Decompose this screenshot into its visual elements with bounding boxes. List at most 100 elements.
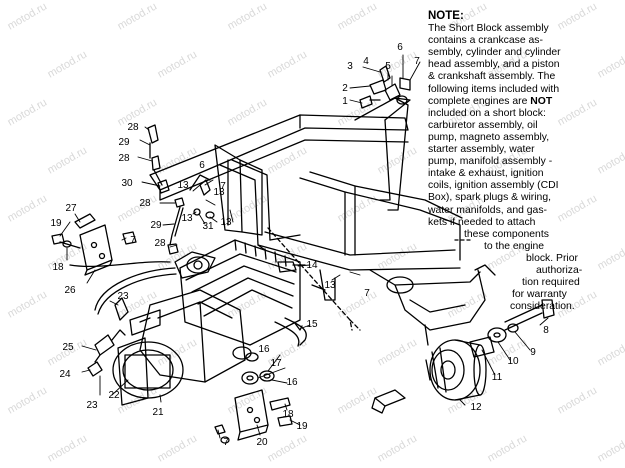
callout-number: 19 bbox=[50, 218, 62, 229]
watermark-text: motod.ru bbox=[486, 432, 530, 464]
callout-number: 1 bbox=[342, 96, 348, 107]
callout-number: 30 bbox=[121, 178, 133, 189]
callout-number: 28 bbox=[154, 238, 166, 249]
callout-number: 7 bbox=[364, 288, 370, 299]
watermark-text: motod.ru bbox=[6, 0, 50, 32]
callout-number: 16 bbox=[286, 377, 298, 388]
callout-number: 18 bbox=[52, 262, 64, 273]
note-line: following items included with bbox=[428, 83, 560, 95]
note-line: intake & exhaust, ignition bbox=[428, 168, 544, 180]
watermark-text: motod.ru bbox=[6, 96, 50, 128]
watermark-text: motod.ru bbox=[6, 288, 50, 320]
callout-number: 18 bbox=[282, 409, 294, 420]
note-line: water manifolds, and gas- bbox=[428, 204, 547, 216]
watermark-text: motod.ru bbox=[46, 48, 90, 80]
callout-number: 28 bbox=[139, 198, 151, 209]
callout-number: 28 bbox=[127, 122, 139, 133]
callout-number: 3 bbox=[347, 61, 353, 72]
callout-number: 9 bbox=[530, 347, 536, 358]
note-line: complete engines are NOT bbox=[428, 96, 620, 108]
note-line: pump, manifold assembly - bbox=[428, 156, 553, 168]
watermark-text: motod.ru bbox=[336, 192, 380, 224]
note-line: pump, magneto assembly, bbox=[428, 131, 550, 143]
note-line: to the engine bbox=[484, 240, 545, 252]
note-line-text: complete engines are bbox=[428, 95, 531, 107]
callout-number: 11 bbox=[492, 372, 503, 383]
callout-number: 6 bbox=[199, 160, 205, 171]
watermark-text: motod.ru bbox=[336, 384, 380, 416]
watermark-text: motod.ru bbox=[376, 432, 420, 464]
callout-number: 19 bbox=[296, 421, 308, 432]
clutch-drawing bbox=[371, 299, 555, 414]
callout-number: 7 bbox=[223, 437, 229, 448]
callout-number: 29 bbox=[118, 137, 130, 148]
callout-number: 2 bbox=[342, 83, 348, 94]
callout-number: 17 bbox=[270, 358, 282, 369]
note-line: Box), spark plugs & wiring, bbox=[428, 192, 552, 204]
callout-number: 13 bbox=[220, 217, 232, 228]
callout-number: 13 bbox=[177, 180, 189, 191]
callout-number: 7 bbox=[130, 235, 136, 246]
callout-number: 7 bbox=[220, 181, 226, 192]
note-title: NOTE: bbox=[428, 10, 464, 22]
callout-number: 20 bbox=[256, 437, 268, 448]
watermark-text: motod.ru bbox=[596, 432, 625, 464]
note-line: carburetor assembly, oil bbox=[428, 119, 538, 131]
callout-number: 27 bbox=[65, 203, 77, 214]
note-line: these components bbox=[464, 228, 549, 240]
callout-number: 4 bbox=[363, 56, 369, 67]
watermark-text: motod.ru bbox=[156, 432, 200, 464]
callout-number: 16 bbox=[258, 344, 270, 355]
callout-number: 23 bbox=[86, 400, 98, 411]
steering-mount-parts-drawing bbox=[359, 65, 411, 109]
note-line: block. Prior bbox=[526, 252, 578, 264]
watermark-text: motod.ru bbox=[226, 0, 270, 32]
note-line: & crankshaft assembly. The bbox=[428, 71, 556, 83]
watermark-text: motod.ru bbox=[6, 384, 50, 416]
callout-number: 6 bbox=[397, 42, 403, 53]
note-line: authoriza- bbox=[536, 264, 583, 276]
callout-number: 23 bbox=[117, 291, 129, 302]
watermark-text: motod.ru bbox=[596, 336, 625, 368]
note-line: consideration. bbox=[510, 301, 575, 313]
linkage-drawing bbox=[147, 124, 215, 255]
callout-number: 13 bbox=[213, 187, 225, 198]
callout-number: 29 bbox=[150, 220, 162, 231]
note-emphasis-not: NOT bbox=[530, 95, 553, 107]
watermark-text: motod.ru bbox=[46, 144, 90, 176]
watermark-text: motod.ru bbox=[46, 432, 90, 464]
note-line: sembly, cylinder and cylinder bbox=[428, 47, 561, 59]
callout-number: 31 bbox=[202, 221, 214, 232]
callout-number: 28 bbox=[118, 153, 130, 164]
callout-number: 25 bbox=[62, 342, 74, 353]
callout-number: 7 bbox=[414, 56, 420, 67]
note-line: kets if needed to attach bbox=[428, 216, 536, 228]
note-line: for warranty bbox=[512, 289, 567, 301]
callout-number: 12 bbox=[470, 402, 482, 413]
callout-number: 24 bbox=[59, 369, 71, 380]
watermark-text: motod.ru bbox=[156, 48, 200, 80]
watermark-text: motod.ru bbox=[6, 192, 50, 224]
engine-drawing bbox=[69, 239, 307, 406]
note-line: tion required bbox=[522, 277, 580, 289]
note-line: starter assembly, water bbox=[428, 144, 535, 156]
watermark-text: motod.ru bbox=[266, 48, 310, 80]
watermark-text: motod.ru bbox=[116, 0, 160, 32]
callout-number: 15 bbox=[306, 319, 318, 330]
watermark-text: motod.ru bbox=[336, 288, 380, 320]
bracket-26-drawing bbox=[51, 213, 137, 276]
note-line: coils, ignition assembly (CDI bbox=[428, 180, 559, 192]
watermark-text: motod.ru bbox=[156, 144, 200, 176]
watermark-text: motod.ru bbox=[336, 0, 380, 32]
callout-number: 13 bbox=[181, 213, 193, 224]
watermark-text: motod.ru bbox=[556, 384, 600, 416]
callout-number: 13 bbox=[324, 280, 336, 291]
watermark-text: motod.ru bbox=[226, 288, 270, 320]
frame-drawing bbox=[149, 97, 496, 346]
callout-number: 10 bbox=[507, 356, 519, 367]
callout-number: 26 bbox=[64, 285, 76, 296]
callout-number: 5 bbox=[385, 61, 391, 72]
plug-24-25-drawing bbox=[87, 297, 129, 377]
